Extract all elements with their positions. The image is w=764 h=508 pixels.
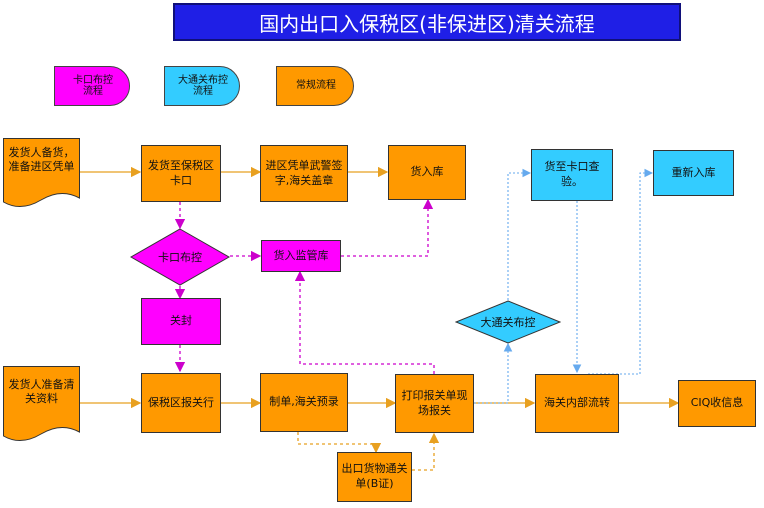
- ciq-receive-box: CIQ收信息: [678, 380, 756, 427]
- shipper-clearance-label: 发货人准备清关资料: [8, 378, 75, 406]
- legend-regular-label: 常规流程: [296, 80, 336, 92]
- arrow-prerecord-to-bcert: [297, 432, 382, 454]
- arrow-datong-to-gate-check: [507, 168, 532, 300]
- ship-to-gate-box: 发货至保税区卡口: [141, 145, 221, 202]
- shipper-prepare-document: 发货人备货，准备进区凭单: [3, 138, 80, 210]
- gate-control-diamond: 卡口布控: [130, 228, 230, 286]
- arrow-print-to-datong: [474, 342, 513, 404]
- legend-datong-control: 大通关布控流程: [164, 66, 240, 106]
- shipper-clearance-document: 发货人准备清关资料: [3, 366, 80, 444]
- arrow-supervised-to-warehouse: [341, 198, 434, 257]
- gate-control-label: 卡口布控: [158, 251, 202, 264]
- entry-doc-stamp-box: 进区凭单武警签字,海关盖章: [260, 145, 348, 202]
- datong-control-label: 大通关布控: [480, 316, 536, 329]
- arrow-print-to-supervised: [294, 270, 435, 374]
- legend-gate-control-label: 卡口布控流程: [73, 74, 113, 98]
- re-warehouse-box: 重新入库: [653, 150, 734, 196]
- goods-supervised-warehouse-box: 货入监管库: [261, 240, 341, 272]
- bonded-zone-declaration-box: 保税区报关行: [141, 373, 221, 433]
- export-b-cert-box: 出口货物通关单(B证): [337, 452, 412, 502]
- goods-to-gate-check-box: 货至卡口查验。: [531, 149, 613, 201]
- page-title: 国内出口入保税区(非保进区)清关流程: [173, 3, 681, 41]
- shipper-prepare-label: 发货人备货，准备进区凭单: [8, 146, 75, 174]
- legend-datong-control-label: 大通关布控流程: [178, 74, 228, 98]
- arrow-customs-to-rewarehouse: [588, 168, 654, 375]
- customs-internal-box: 海关内部流转: [535, 374, 619, 433]
- datong-control-diamond: 大通关布控: [455, 300, 561, 344]
- legend-regular: 常规流程: [276, 66, 354, 106]
- seal-box: 关封: [141, 298, 221, 345]
- goods-in-warehouse-box: 货入库: [388, 145, 466, 200]
- arrow-bcert-to-print: [412, 432, 440, 471]
- print-declaration-box: 打印报关单现场报关: [395, 374, 474, 433]
- prepare-pre-record-box: 制单,海关预录: [260, 373, 348, 432]
- legend-gate-control: 卡口布控流程: [54, 66, 130, 106]
